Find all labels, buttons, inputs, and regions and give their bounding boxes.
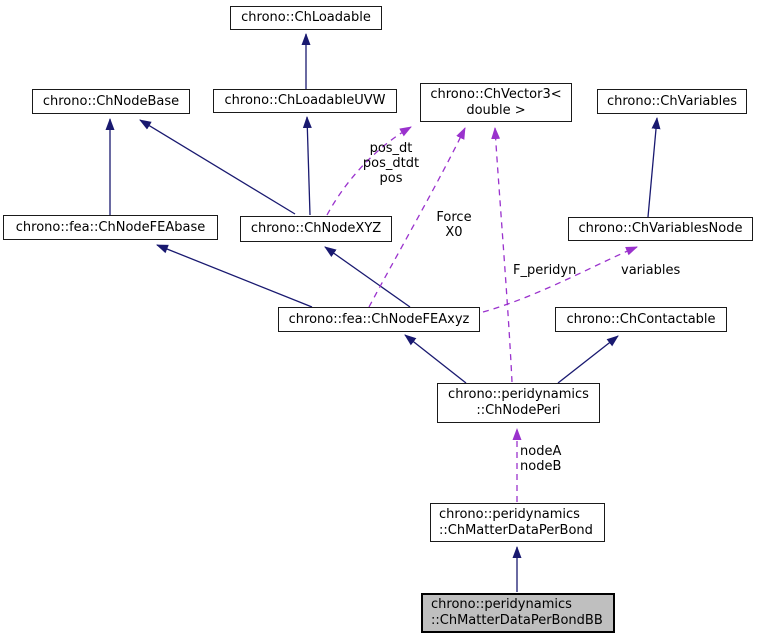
- node-label-line2: ::ChMatterDataPerBond: [439, 522, 593, 538]
- node-chrono-peridynamics-chmatterdataperbondbb: chrono::peridynamics ::ChMatterDataPerBo…: [421, 593, 615, 633]
- node-label-line1: chrono::peridynamics: [439, 506, 580, 522]
- edge-variablesnode-to-variables: [647, 117, 661, 218]
- edge-label-f-peridyn: F_peridyn: [513, 263, 577, 278]
- node-chrono-chcontactable[interactable]: chrono::ChContactable: [555, 307, 727, 332]
- edge-feaxyz-to-vector3-force: [368, 127, 466, 308]
- edge-label-nodea-nodeb: nodeA nodeB: [520, 444, 562, 474]
- edge-label-variables: variables: [621, 263, 681, 278]
- node-label-line1: chrono::ChVector3<: [430, 86, 562, 102]
- node-chrono-chvariables[interactable]: chrono::ChVariables: [597, 89, 747, 114]
- edge-nodexyz-to-loadableuvw: [302, 116, 312, 216]
- edge-label-pos: pos_dt pos_dtdt pos: [362, 141, 420, 186]
- node-chrono-chnodebase[interactable]: chrono::ChNodeBase: [32, 89, 190, 114]
- node-chrono-chloadable[interactable]: chrono::ChLoadable: [230, 6, 382, 30]
- node-label-line2: double >: [466, 102, 526, 118]
- node-chrono-fea-chnodefeabase[interactable]: chrono::fea::ChNodeFEAbase: [3, 215, 218, 240]
- edge-nodeperi-to-vector3-fperidyn: [491, 127, 513, 383]
- node-chrono-chvariablesnode[interactable]: chrono::ChVariablesNode: [568, 217, 753, 241]
- edge-nodeperi-to-contactable: [557, 335, 619, 384]
- edge-nodexyz-to-nodebase: [139, 119, 296, 215]
- edge-feaxyz-to-nodexyz: [324, 246, 411, 308]
- edge-nodexyz-to-vector3-pos: [326, 126, 412, 216]
- edge-label-force-x0: Force X0: [436, 210, 472, 240]
- node-chrono-chvector3[interactable]: chrono::ChVector3< double >: [420, 83, 572, 122]
- node-label-line2: ::ChMatterDataPerBondBB: [431, 613, 603, 628]
- edge-nodeperi-to-feaxyz: [404, 334, 467, 384]
- node-label-line1: chrono::peridynamics: [431, 597, 572, 612]
- node-chrono-fea-chnodefeaxyz[interactable]: chrono::fea::ChNodeFEAxyz: [278, 307, 480, 332]
- node-label-line2: ::ChNodePeri: [476, 403, 561, 418]
- node-chrono-chloadableuvw[interactable]: chrono::ChLoadableUVW: [213, 89, 397, 113]
- node-chrono-chnodexyz[interactable]: chrono::ChNodeXYZ: [240, 216, 392, 242]
- node-chrono-peridynamics-chnodeperi[interactable]: chrono::peridynamics ::ChNodePeri: [437, 383, 600, 423]
- edge-feaxyz-to-feabase: [156, 244, 313, 308]
- node-chrono-peridynamics-chmatterdataperbond[interactable]: chrono::peridynamics ::ChMatterDataPerBo…: [430, 503, 605, 542]
- node-label-line1: chrono::peridynamics: [448, 387, 589, 402]
- edge-feaxyz-to-variablesnode-variables: [482, 246, 638, 313]
